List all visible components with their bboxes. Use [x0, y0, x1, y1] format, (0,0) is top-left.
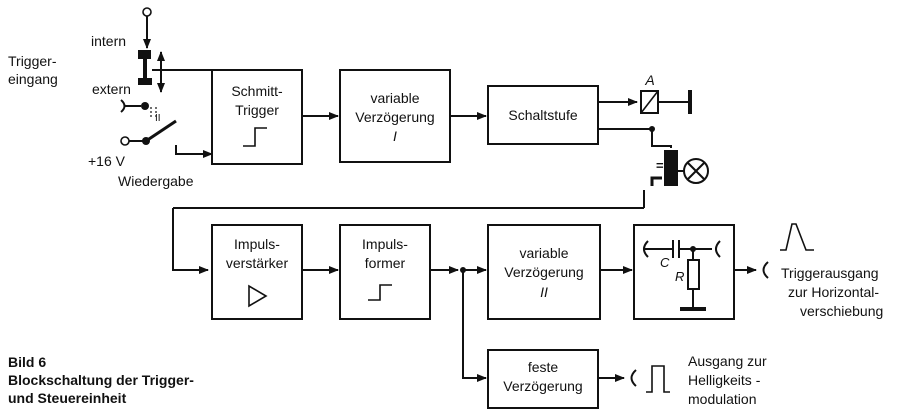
- shaper-to-fixed-delay-arrow: [462, 270, 487, 382]
- amp-label-1: Impuls-: [234, 236, 280, 252]
- trigger-input-label-1: Trigger-: [8, 53, 57, 69]
- voltage-label: +16 V: [88, 153, 126, 169]
- schmitt-label-2: Trigger: [235, 102, 279, 118]
- fixed-delay-label-2: Verzögerung: [503, 378, 582, 394]
- figure-number: Bild 6: [8, 354, 46, 370]
- capacitor-label: C: [660, 255, 670, 270]
- intern-terminal: [142, 7, 152, 17]
- trigger-output-label-1: Triggerausgang: [781, 265, 879, 281]
- schmitt-trigger-block: [211, 69, 303, 165]
- fixed-delay-block: [487, 349, 599, 409]
- switching-stage-label: Schaltstufe: [508, 107, 577, 123]
- relay-label: A: [644, 72, 654, 88]
- switch-contact-bottom: [138, 78, 152, 85]
- schmitt-label-1: Schmitt-: [231, 83, 283, 99]
- delay2-label-2: Verzögerung: [504, 264, 583, 280]
- brightness-output-label-1: Ausgang zur: [688, 353, 767, 369]
- extern-connector-icon: [120, 99, 126, 113]
- lamp-cross-2: [687, 162, 705, 180]
- lamp-coil-mark: =: [656, 158, 664, 173]
- variable-delay-1-block: [339, 69, 451, 163]
- playback-switch-blade: [145, 119, 177, 143]
- lamp-feed-line: [651, 129, 672, 148]
- lamp-coil-block: [664, 150, 678, 186]
- step-waveform-icon: [243, 127, 267, 147]
- lamp-ground-bracket: [650, 176, 662, 186]
- sawtooth-pulse-icon: [780, 223, 814, 251]
- brightness-output-connector-icon: [630, 369, 637, 387]
- pulse-shaper-block: [339, 224, 431, 320]
- shaper-label-2: former: [365, 255, 406, 271]
- step-waveform-icon-2: [368, 284, 392, 301]
- relay-coil-diagonal: [640, 90, 659, 114]
- fixed-delay-label-1: feste: [528, 359, 559, 375]
- switch-contact-top: [138, 50, 151, 59]
- switch-mark: II: [155, 113, 161, 124]
- amplifier-triangle-icon: [248, 284, 268, 308]
- delay2-label-3: II: [540, 284, 548, 300]
- delay1-label-3: I: [393, 128, 397, 144]
- delay1-label-2: Verzögerung: [355, 109, 434, 125]
- amp-label-2: verstärker: [226, 255, 289, 271]
- loop-to-amplifier-line: [172, 208, 209, 274]
- switching-stage-block: [487, 85, 599, 145]
- trigger-input-label-2: eingang: [8, 71, 58, 87]
- pulse-amplifier-block: [211, 224, 303, 320]
- voltage-terminal: [120, 136, 130, 146]
- figure-caption-2: und Steuereinheit: [8, 390, 127, 406]
- figure-caption-1: Blockschaltung der Trigger-: [8, 372, 194, 388]
- extern-label: extern: [92, 81, 131, 97]
- rc-output-connector-icon: [715, 240, 721, 258]
- variable-delay-2-block: [487, 224, 601, 320]
- resistor-icon: [687, 259, 700, 290]
- trigger-input-section: Trigger- eingang intern extern II +16 V …: [8, 7, 213, 189]
- brightness-output-label-3: modulation: [688, 391, 757, 407]
- shaper-label-1: Impuls-: [362, 236, 408, 252]
- trigger-output-label-3: verschiebung: [800, 303, 883, 319]
- trigger-output-label-2: zur Horizontal-: [788, 284, 879, 300]
- trigger-output-connector-icon: [762, 261, 769, 279]
- rc-network-block: [633, 224, 735, 320]
- extern-contact: [141, 102, 149, 110]
- delay1-label-1: variable: [370, 90, 419, 106]
- rectangular-pulse-icon: [646, 365, 670, 393]
- resistor-label: R: [675, 269, 684, 284]
- intern-label: intern: [91, 33, 126, 49]
- playback-to-schmitt-line: [175, 145, 213, 158]
- brightness-output-label-2: Helligkeits -: [688, 372, 761, 388]
- delay2-label-1: variable: [519, 245, 568, 261]
- playback-label: Wiedergabe: [118, 173, 194, 189]
